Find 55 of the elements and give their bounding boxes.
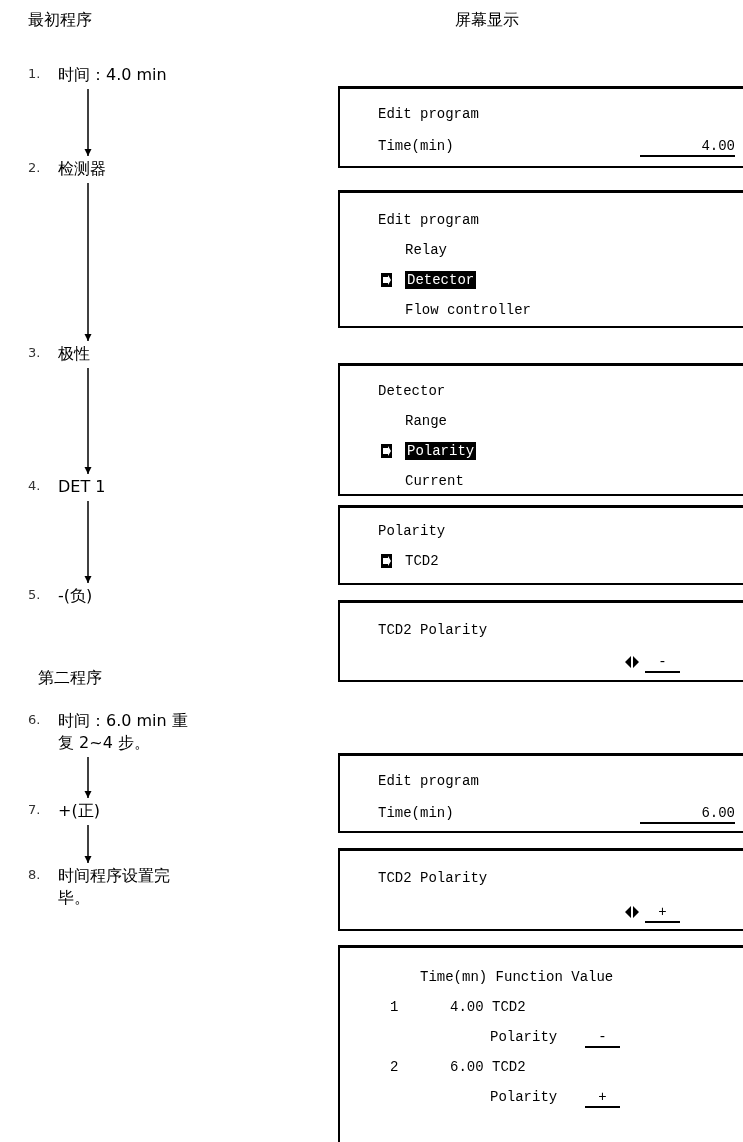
- step-number: 7.: [28, 802, 41, 817]
- step-number: 5.: [28, 587, 41, 602]
- step-number: 1.: [28, 66, 41, 81]
- step-number: 6.: [28, 712, 41, 727]
- menu-item: Range: [405, 412, 447, 430]
- screen-title: Edit program: [378, 211, 479, 229]
- screen-panel: [338, 753, 743, 833]
- arrow: [84, 824, 92, 864]
- arrow: [84, 500, 92, 584]
- table-cell: 1: [390, 998, 399, 1016]
- screen-title: Polarity: [378, 522, 446, 540]
- table-cell: Polarity: [490, 1028, 558, 1046]
- arrow: [84, 367, 92, 475]
- arrow: [84, 88, 92, 157]
- screen-title: TCD2 Polarity: [378, 869, 488, 887]
- step-text: 时间：6.0 min 重复 2~4 步。: [58, 710, 188, 754]
- menu-item: Current: [405, 472, 464, 490]
- table-cell: Polarity: [490, 1088, 558, 1106]
- menu-item: Flow controller: [405, 301, 532, 319]
- value-field: 6.00: [640, 804, 735, 824]
- value-field: 4.00: [640, 137, 735, 157]
- step-number: 3.: [28, 345, 41, 360]
- table-header: Time(mn) Function Value: [420, 968, 614, 986]
- screen-title: TCD2 Polarity: [378, 621, 488, 639]
- screen-panel: [338, 363, 743, 496]
- menu-item: TCD2: [405, 552, 439, 570]
- screen-panel: [338, 848, 743, 931]
- value-field: -: [585, 1028, 620, 1048]
- screen-panel: [338, 600, 743, 682]
- screen-panel: [338, 190, 743, 328]
- screen-panel: [338, 86, 743, 168]
- field-label: Time(min): [378, 137, 454, 155]
- screen-title: Edit program: [378, 772, 479, 790]
- value-field: -: [645, 653, 680, 673]
- value-field: +: [645, 903, 680, 923]
- screen-title: Detector: [378, 382, 446, 400]
- screen-panel: [338, 945, 743, 1142]
- step-number: 8.: [28, 867, 41, 882]
- arrow: [84, 182, 92, 342]
- step-number: 2.: [28, 160, 41, 175]
- highlighted-menu-item: Detector: [405, 271, 477, 289]
- section-heading: 第二程序: [38, 668, 102, 689]
- table-cell: 2: [390, 1058, 399, 1076]
- value-field: +: [585, 1088, 620, 1108]
- screen-title: Edit program: [378, 105, 479, 123]
- table-cell: 6.00 TCD2: [450, 1058, 526, 1076]
- field-label: Time(min): [378, 804, 454, 822]
- arrow: [84, 756, 92, 799]
- table-cell: 4.00 TCD2: [450, 998, 526, 1016]
- step-number: 4.: [28, 478, 41, 493]
- screen-panel: [338, 505, 743, 585]
- highlighted-menu-item: Polarity: [405, 442, 477, 460]
- section-heading: 屏幕显示: [455, 10, 519, 31]
- section-heading: 最初程序: [28, 10, 92, 31]
- menu-item: Relay: [405, 241, 447, 259]
